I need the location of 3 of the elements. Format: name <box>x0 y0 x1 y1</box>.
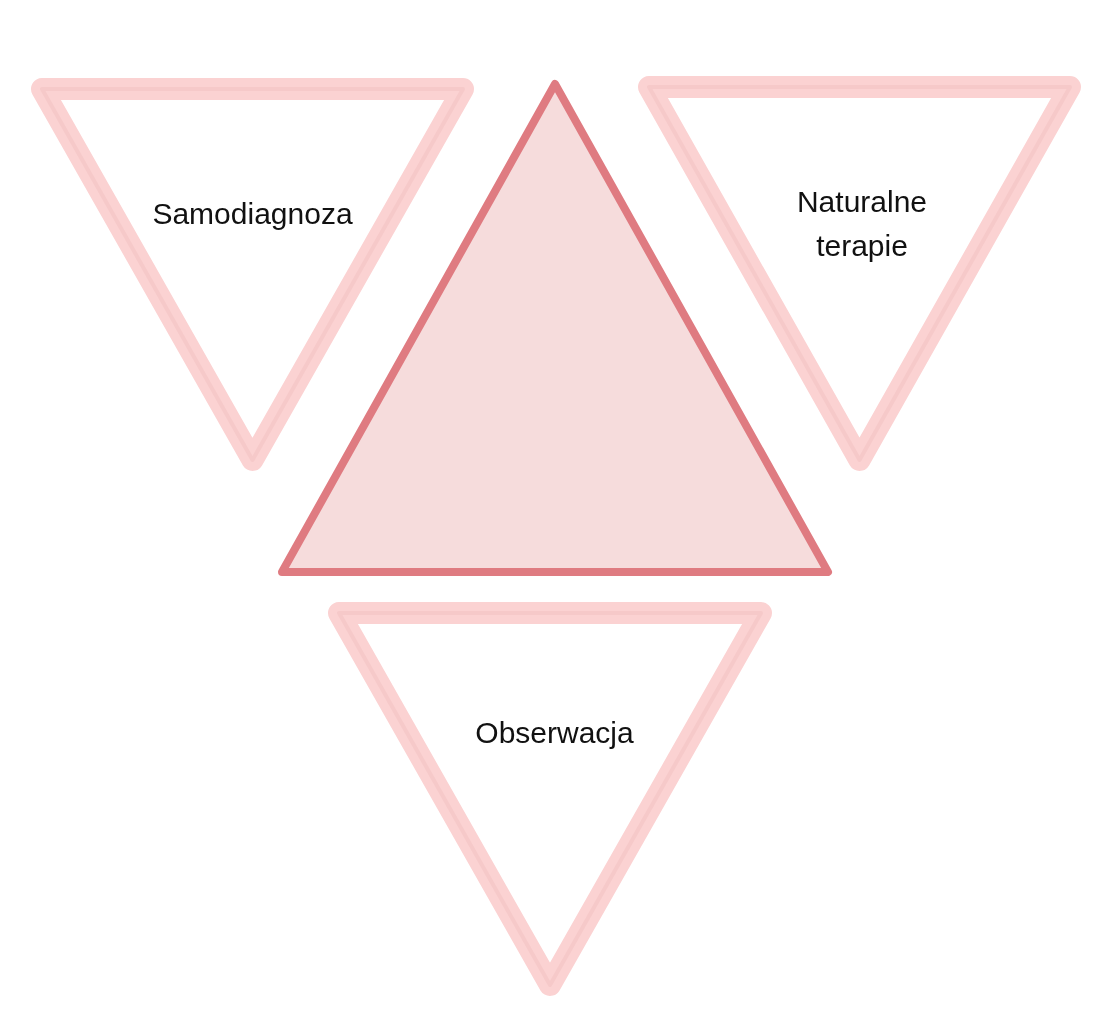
node-label: Obserwacja <box>474 715 635 751</box>
node-label: Naturalne terapie <box>795 184 929 264</box>
node-label: Samodiagnoza <box>151 196 354 232</box>
